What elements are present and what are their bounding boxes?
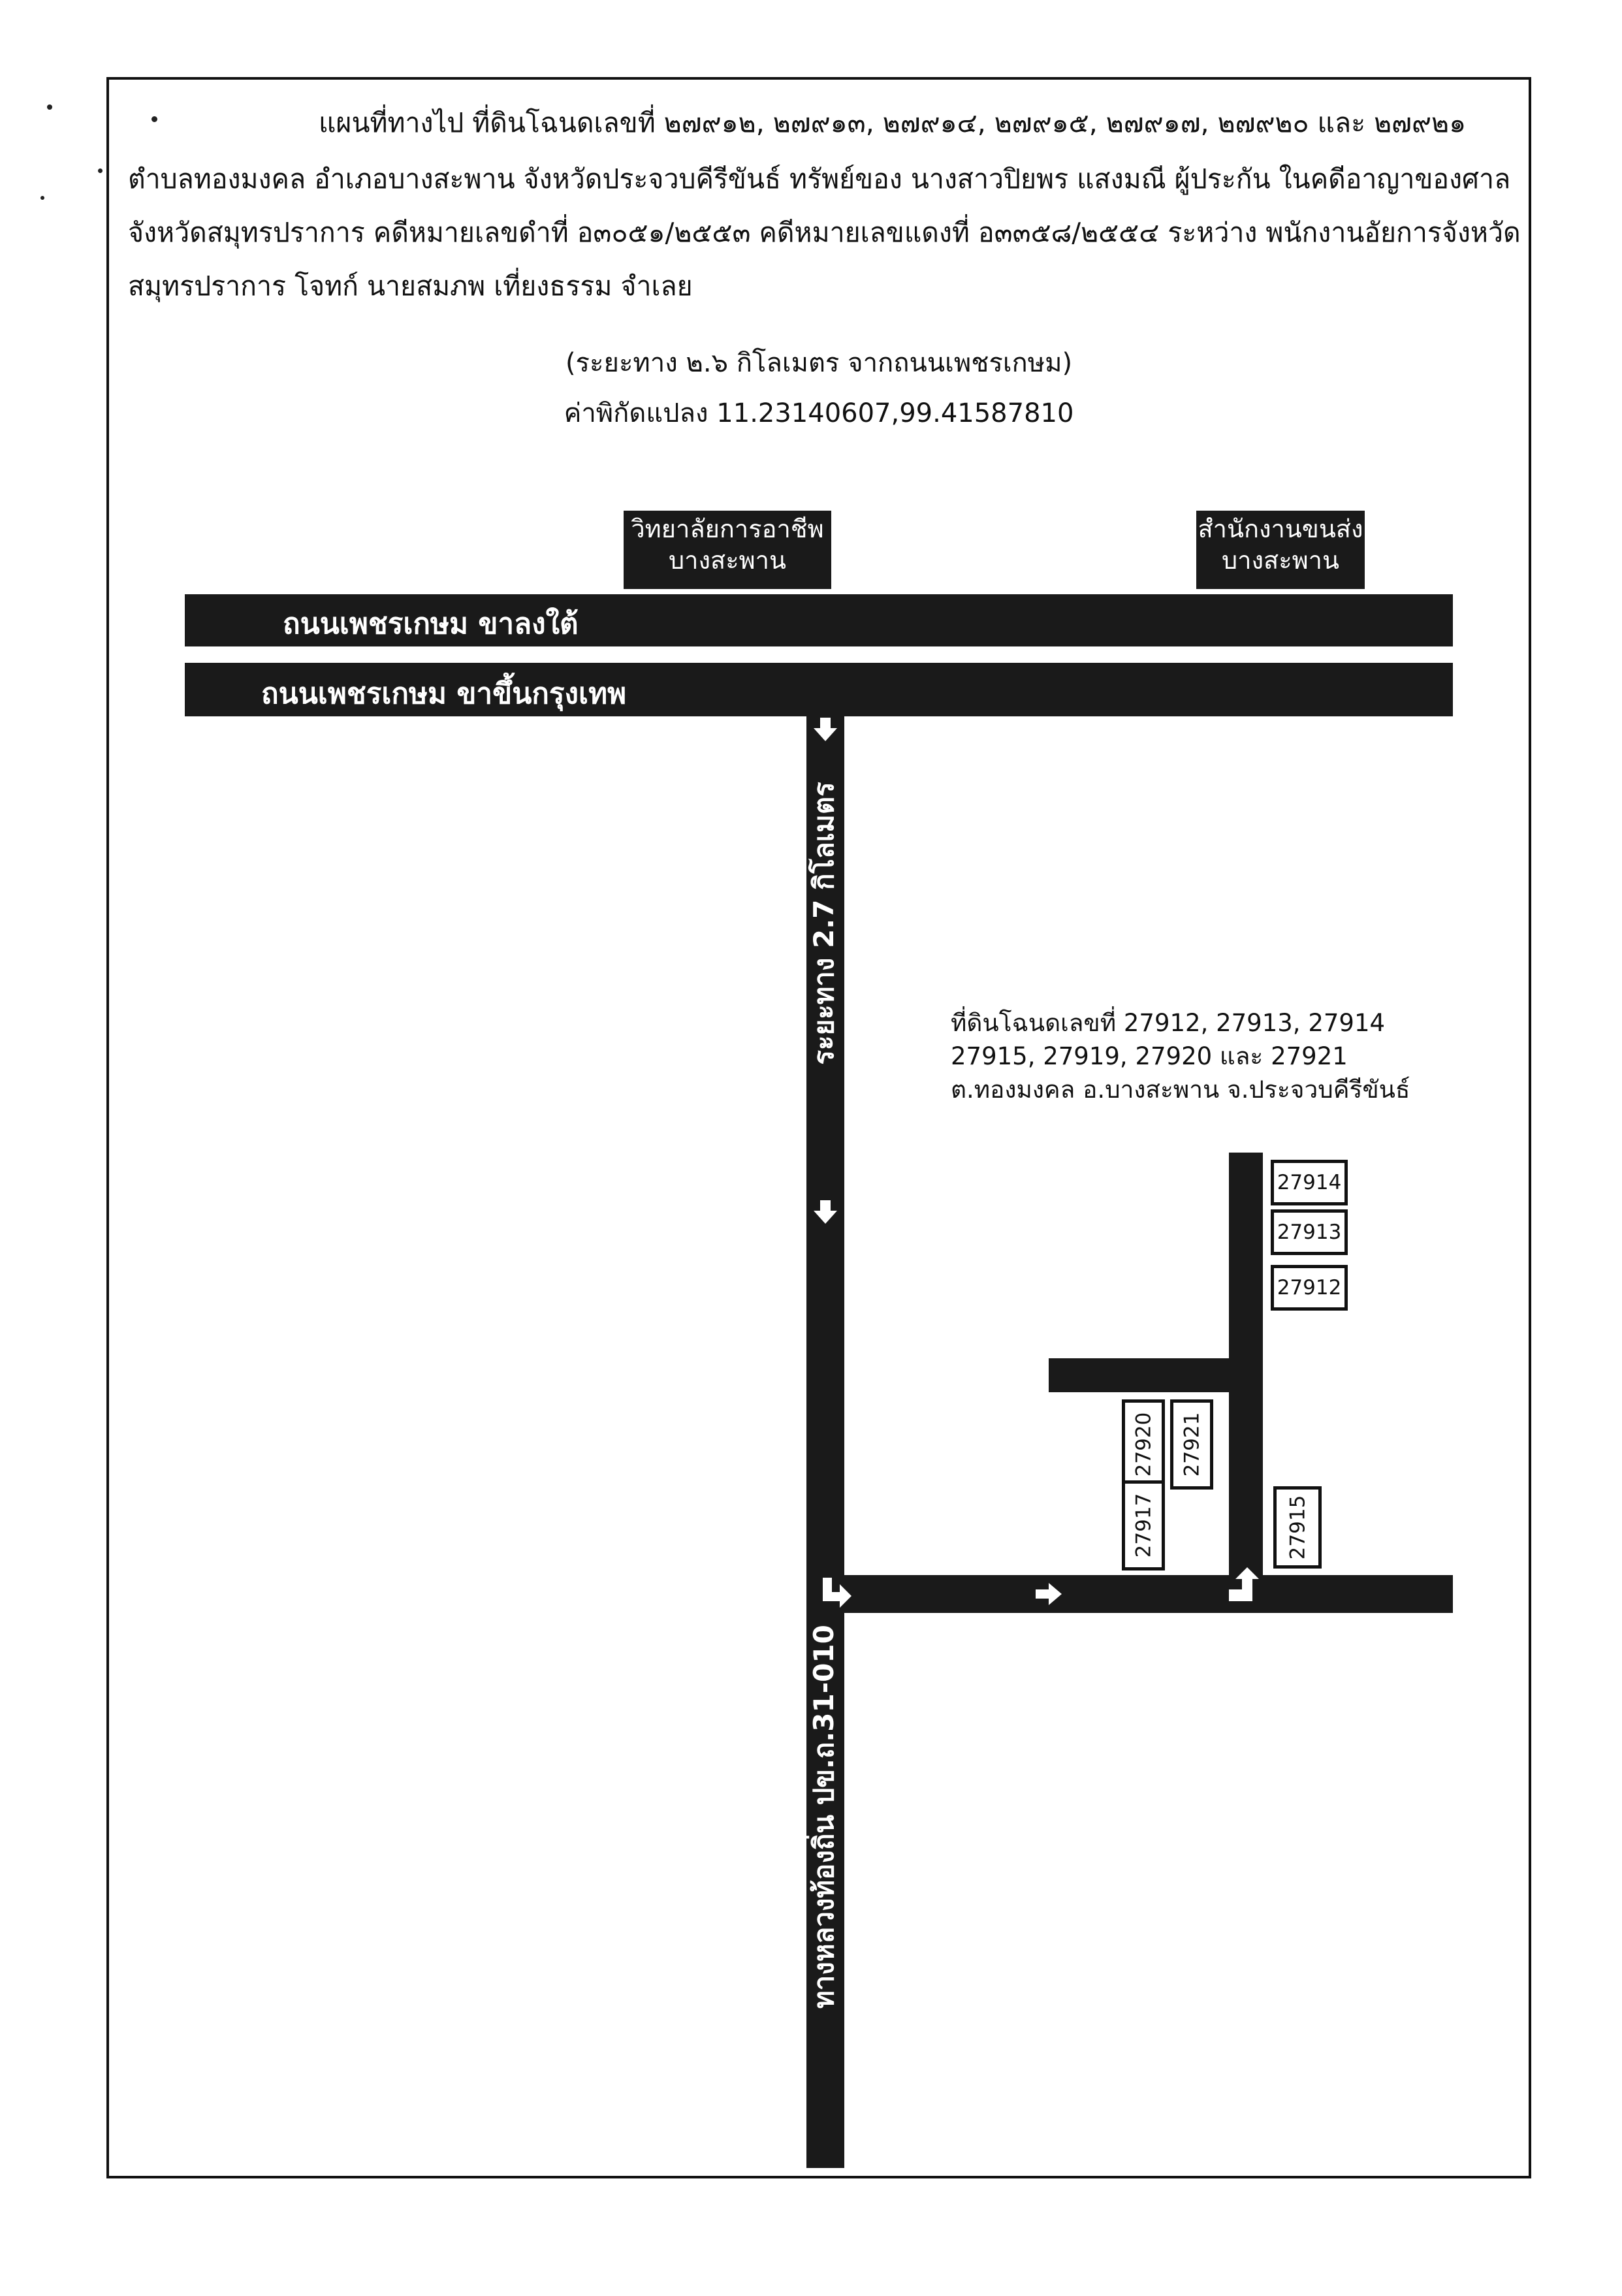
lane-vertical — [1229, 1153, 1263, 1575]
parcel-27914: 27914 — [1271, 1160, 1348, 1205]
parcel-27920: 27920 — [1122, 1399, 1165, 1490]
parcel-27912: 27912 — [1271, 1265, 1348, 1311]
parcel-27915: 27915 — [1273, 1486, 1322, 1569]
road-petchkasem-north-label: ถนนเพชรเกษม ขาขึ้นกรุงเทพ — [261, 677, 627, 710]
landmark-transport-line1: สำนักงานขนส่ง — [1198, 515, 1363, 543]
landmark-college-line1: วิทยาลัยการอาชีพ — [631, 515, 824, 543]
road-access-horizontal — [844, 1575, 1453, 1613]
scan-speck — [40, 196, 44, 200]
land-note-line1: ที่ดินโฉนดเลขที่ 27912, 27913, 27914 — [951, 1009, 1386, 1037]
parcel-27917-label: 27917 — [1132, 1493, 1155, 1558]
local-road-label: ทางหลวงท้องถิ่น ปข.ถ.31-010 — [808, 1625, 840, 2009]
distance-note: (ระยะทาง ๒.๖ กิโลเมตร จากถนนเพชรเกษม) — [565, 348, 1073, 378]
landmark-transport-office: สำนักงานขนส่ง บางสะพาน — [1196, 511, 1365, 589]
scan-speck — [47, 104, 52, 110]
coordinates: ค่าพิกัดแปลง 11.23140607,99.41587810 — [564, 398, 1074, 428]
scan-speck — [151, 116, 157, 122]
scan-speck — [98, 168, 103, 173]
lane-branch — [1049, 1358, 1229, 1392]
parcel-27917: 27917 — [1122, 1480, 1165, 1571]
parcel-27921-label: 27921 — [1180, 1412, 1203, 1477]
parcel-27913: 27913 — [1271, 1209, 1348, 1255]
parcel-27914-label: 27914 — [1277, 1171, 1342, 1194]
map-frame — [106, 77, 1531, 2178]
road-petchkasem-north: ถนนเพชรเกษม ขาขึ้นกรุงเทพ — [185, 663, 1453, 716]
road-petchkasem-south: ถนนเพชรเกษม ขาลงใต้ — [185, 594, 1453, 646]
parcel-27920-label: 27920 — [1132, 1412, 1155, 1477]
header-line-3: จังหวัดสมุทรปราการ คดีหมายเลขดำที่ อ๓๐๕๑… — [128, 217, 1521, 248]
landmark-college-line2: บางสะพาน — [669, 546, 786, 575]
arrow-down-icon — [814, 718, 837, 741]
road-local-vertical — [806, 716, 844, 2168]
header-line-4: สมุทรปราการ โจทก์ นายสมภพ เที่ยงธรรม จำเ… — [128, 270, 693, 302]
land-note: ที่ดินโฉนดเลขที่ 27912, 27913, 27914 279… — [951, 1006, 1410, 1106]
parcel-27915-label: 27915 — [1286, 1495, 1309, 1560]
parcel-27913-label: 27913 — [1277, 1220, 1342, 1244]
distance-road-label: ระยะทาง 2.7 กิโลเมตร — [808, 782, 840, 1065]
parcel-27921: 27921 — [1170, 1399, 1213, 1490]
parcel-27912-label: 27912 — [1277, 1276, 1342, 1299]
landmark-college: วิทยาลัยการอาชีพ บางสะพาน — [624, 511, 831, 589]
landmark-transport-line2: บางสะพาน — [1222, 546, 1339, 575]
turn-right-icon — [823, 1578, 851, 1608]
arrow-down-icon — [814, 1200, 837, 1224]
land-note-line2: 27915, 27919, 27920 และ 27921 — [951, 1042, 1348, 1070]
road-petchkasem-south-label: ถนนเพชรเกษม ขาลงใต้ — [283, 607, 579, 641]
header-line-2: ตำบลทองมงคล อำเภอบางสะพาน จังหวัดประจวบค… — [128, 163, 1511, 195]
land-note-line3: ต.ทองมงคล อ.บางสะพาน จ.ประจวบคีรีขันธ์ — [951, 1076, 1410, 1104]
turn-left-up-icon — [1229, 1567, 1259, 1601]
arrow-right-icon — [1036, 1583, 1062, 1605]
header-line-1: แผนที่ทางไป ที่ดินโฉนดเลขที่ ๒๗๙๑๒, ๒๗๙๑… — [319, 107, 1467, 138]
